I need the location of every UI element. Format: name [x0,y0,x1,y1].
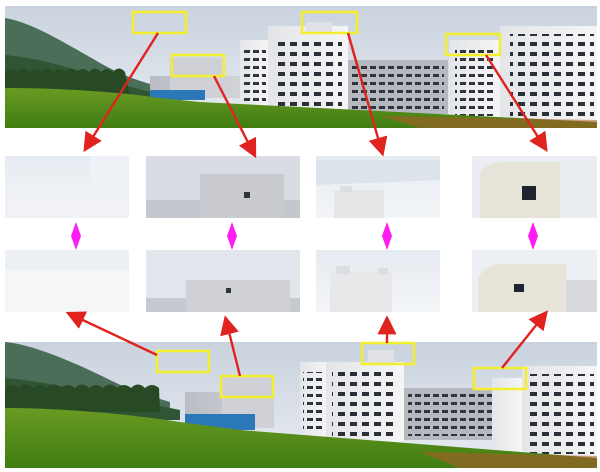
crop-4-upper [472,156,597,218]
pair-marker-2 [227,222,237,250]
highlight-box-4 [444,32,502,57]
arrow-2-top [212,75,257,159]
crop-3-upper [316,156,440,218]
crop-2-lower [146,250,300,312]
highlight-box-6 [219,374,275,399]
crop-row-lower [5,250,597,312]
correspondence-arrows [65,32,548,377]
arrow-4-top [484,54,548,153]
crop-row-upper [5,156,597,218]
crop-3-lower [316,250,440,312]
crop-4-lower [472,250,597,312]
highlight-box-5 [155,349,211,374]
crop-2-upper [146,156,300,218]
highlight-box-3 [300,10,359,35]
arrow-3-top [346,32,388,157]
crop-1-upper [5,156,129,218]
highlight-box-1 [131,10,188,35]
pair-marker-1 [71,222,81,250]
highlight-box-8 [472,366,528,391]
pair-marker-4 [528,222,538,250]
top-highlights [131,10,502,78]
crop-1-lower [5,250,129,312]
arrow-2-bottom [220,315,242,377]
highlight-box-2 [170,53,226,78]
pair-markers [71,222,538,250]
pair-marker-3 [382,222,392,250]
arrow-1-bottom [65,311,158,357]
arrow-4-bottom [501,310,548,369]
arrow-1-top [83,32,160,153]
bottom-panorama [5,342,597,468]
